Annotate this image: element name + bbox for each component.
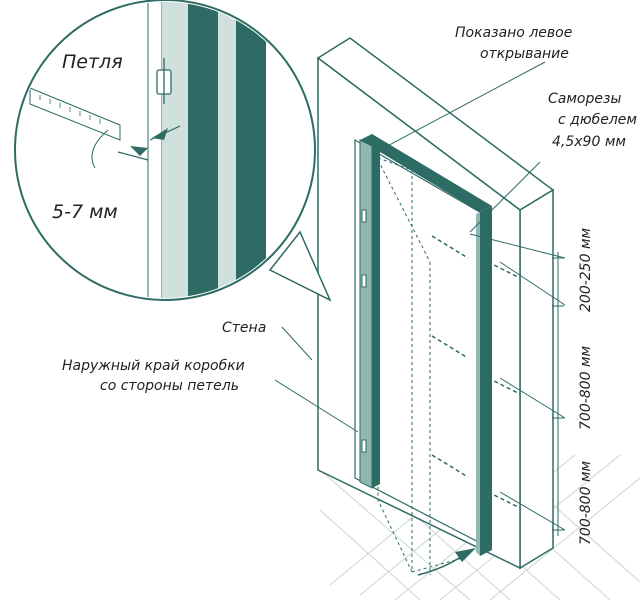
label-shown-left-2: открывание [480, 46, 569, 62]
label-screws-3: 4,5х90 мм [552, 134, 626, 150]
label-gap: 5-7 мм [52, 201, 118, 223]
label-hinge: Петля [62, 51, 123, 73]
label-screws-1: Саморезы [548, 91, 621, 107]
opening-arrow [417, 548, 476, 576]
dim-top: 200-250 мм [578, 227, 594, 312]
magnifier-callout [14, 0, 332, 302]
dim-bot: 700-800 мм [578, 460, 594, 545]
door-frame [359, 134, 492, 556]
label-screws-2: с дюбелем [558, 112, 637, 128]
label-frame-edge-2: со стороны петель [100, 378, 239, 394]
screws [431, 235, 521, 509]
label-wall: Стена [222, 320, 266, 336]
label-frame-edge-1: Наружный край коробки [62, 358, 245, 374]
label-shown-left: Показано левое [455, 25, 572, 41]
frame-hinges [361, 209, 367, 453]
dim-mid: 700-800 мм [578, 345, 594, 430]
leader-lines [91, 61, 546, 433]
dimension-lines [469, 233, 566, 536]
